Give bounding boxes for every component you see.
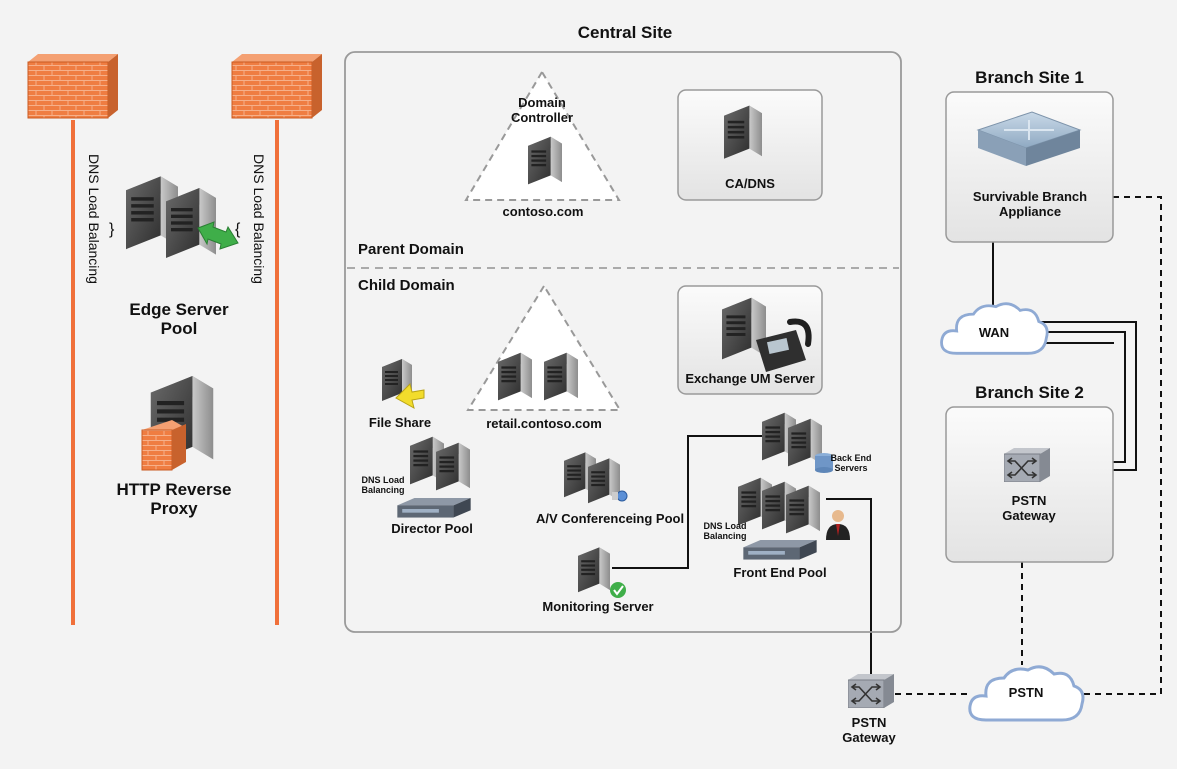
- server-icon: [498, 352, 532, 401]
- central-site-title: Central Site: [577, 23, 673, 42]
- wan-cloud-label: WAN: [978, 325, 1010, 340]
- pstn-gateway-icon: [848, 674, 894, 708]
- monitoring-server-label: Monitoring Server: [542, 599, 654, 614]
- retail-domain-label: retail.contoso.com: [486, 416, 602, 431]
- load-balancer-icon: [397, 498, 471, 518]
- double-arrow-icon: [197, 221, 239, 250]
- pstn-cloud-label: PSTN: [1008, 685, 1044, 700]
- dns-load-balancing-left: DNS Load Balancing: [86, 154, 102, 284]
- server-icon: [528, 136, 562, 185]
- server-icon: [436, 442, 470, 491]
- link-front-end-to-gateway: [826, 498, 872, 679]
- http-reverse-proxy-label: HTTP Reverse Proxy: [116, 480, 232, 519]
- back-end-label: Back End Servers: [830, 453, 872, 473]
- brace-left: }: [109, 221, 115, 238]
- server-icon: [724, 105, 762, 159]
- director-dns-lb-label: DNS Load Balancing: [361, 475, 405, 495]
- contoso-domain-label: contoso.com: [502, 204, 584, 219]
- av-pool-label: A/V Conferenceing Pool: [536, 511, 685, 526]
- edge-server-pool-label: Edge Server Pool: [129, 300, 229, 339]
- child-domain-label: Child Domain: [358, 277, 455, 294]
- central-site-box: [344, 51, 902, 633]
- switch-icon: [976, 111, 1082, 166]
- folder-arrow-icon: [395, 383, 425, 409]
- server-icon: [786, 485, 820, 534]
- link-monitoring-to-back-end: [612, 435, 772, 569]
- dns-load-balancing-right: DNS Load Balancing: [251, 154, 267, 284]
- exchange-um-label: Exchange UM Server: [685, 371, 815, 386]
- branch2-box: [945, 406, 1114, 563]
- webcam-icon: [612, 490, 628, 502]
- link-wan-to-branch2: [1040, 321, 1137, 471]
- front-end-pool-label: Front End Pool: [733, 565, 827, 580]
- survivable-appliance-label: Survivable Branch Appliance: [972, 189, 1088, 219]
- server-icon: [544, 352, 578, 401]
- ip-phone-icon: [756, 318, 812, 372]
- parent-domain-label: Parent Domain: [358, 241, 464, 258]
- domain-controller-label: Domain Controller: [510, 95, 574, 125]
- central-gateway-label: PSTN Gateway: [842, 715, 896, 745]
- load-balancer-icon: [743, 540, 817, 560]
- ca-dns-label: CA/DNS: [725, 176, 775, 191]
- link-branch1-to-pstn-dashed: [1081, 196, 1162, 695]
- firewall-icon: [141, 420, 186, 471]
- director-pool-label: Director Pool: [391, 521, 473, 536]
- server-icon: [166, 188, 216, 258]
- branch1-title: Branch Site 1: [975, 68, 1084, 87]
- file-share-label: File Share: [368, 415, 432, 430]
- server-icon: [578, 547, 610, 593]
- front-end-dns-lb-label: DNS Load Balancing: [703, 521, 747, 541]
- pstn-gateway-icon: [1004, 448, 1050, 482]
- network-links: [71, 120, 1162, 695]
- domain-controller-triangle: [464, 70, 621, 201]
- link-wan-to-branch2-second: [1046, 331, 1126, 463]
- storage-icon: [815, 453, 833, 473]
- firewall-icon: [231, 54, 322, 119]
- user-icon: [826, 510, 850, 540]
- brace-right: {: [235, 221, 241, 238]
- check-icon: [610, 582, 626, 598]
- branch2-gateway-label: PSTN Gateway: [1002, 493, 1056, 523]
- firewall-icon: [27, 54, 118, 119]
- branch2-title: Branch Site 2: [975, 383, 1084, 402]
